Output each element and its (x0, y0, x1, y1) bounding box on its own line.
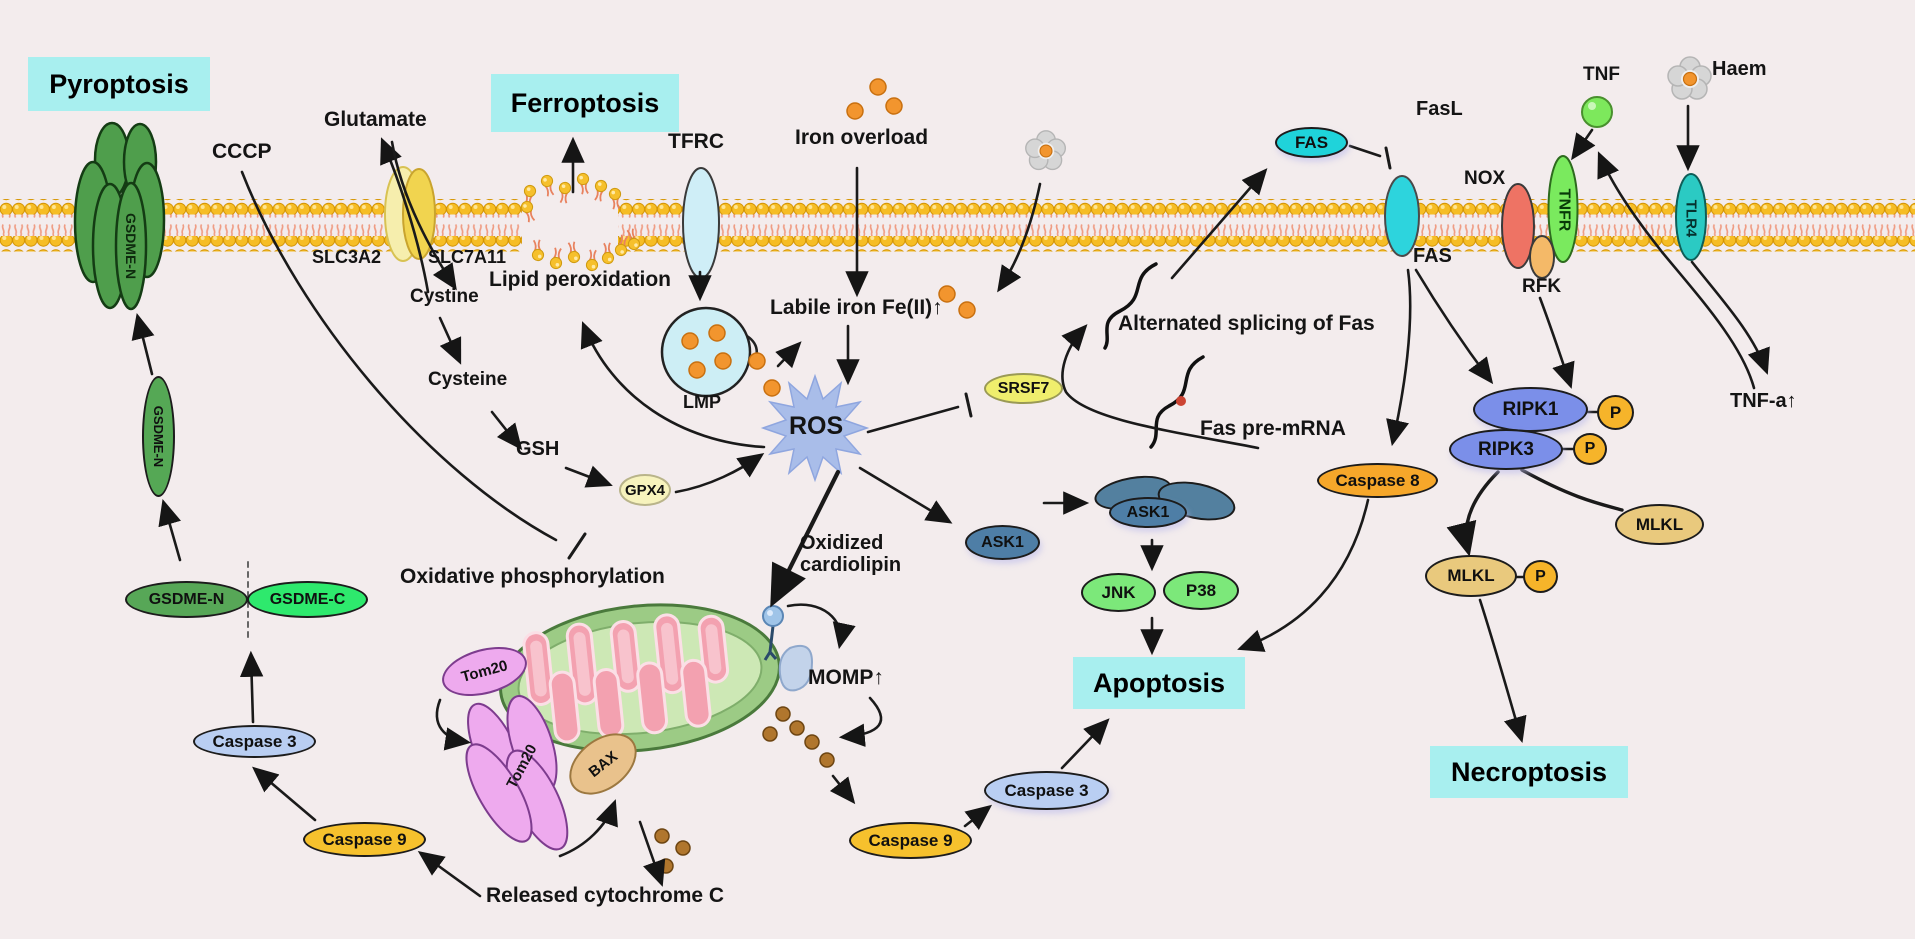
caspase8-node: Caspase 8 (1317, 463, 1438, 498)
nox-label: NOX (1464, 168, 1506, 189)
mrna-exon-dot (1176, 396, 1186, 406)
ripk3-node: RIPK3 (1449, 429, 1563, 470)
mlkl-node: MLKL (1615, 504, 1704, 545)
p38-node: P38 (1163, 571, 1239, 610)
fas-pre-mrna-squiggles (1103, 262, 1205, 449)
fas-receptor-icon (1384, 175, 1420, 257)
pathway-label-pyroptosis: Pyroptosis (28, 57, 210, 111)
lmp-label: LMP (683, 392, 721, 412)
tnf-label: TNF (1583, 64, 1620, 85)
tfrc-label: TFRC (668, 130, 724, 153)
jnk-node: JNK (1081, 573, 1156, 612)
ripk1-node: RIPK1 (1473, 387, 1588, 432)
fas-pre-mrna-label: Fas pre-mRNA (1200, 417, 1346, 440)
lipid-peroxidation-label: Lipid peroxidation (489, 268, 671, 291)
caspase9-node: Caspase 9 (849, 822, 972, 859)
srsf7-node: SRSF7 (984, 373, 1063, 404)
tnfr-label: TNFR (1548, 160, 1578, 260)
momp-label: MOMP↑ (808, 666, 884, 689)
slc3a2-label: SLC3A2 (312, 247, 382, 267)
labile-iron-label: Labile iron Fe(II)↑ (770, 296, 943, 319)
iron-dots (846, 78, 976, 319)
cccp-label: CCCP (212, 140, 272, 163)
gsdme-n-fragment-node: GSDME-N (125, 581, 248, 618)
pathway-label-apoptosis: Apoptosis (1073, 657, 1245, 709)
haem-label: Haem (1712, 58, 1767, 80)
tnf-ligand-icon (1581, 96, 1613, 128)
haem-particle-icon (1025, 130, 1067, 171)
oxidized-cardiolipin-line1: Oxidized (800, 532, 884, 554)
pathway-arrows (131, 104, 1770, 898)
tnf-a-label: TNF-a↑ (1730, 390, 1797, 412)
cysteine-label: Cysteine (428, 369, 508, 390)
alternated-splicing-label: Alternated splicing of Fas (1118, 312, 1375, 335)
ask1-node: ASK1 (965, 525, 1040, 560)
tlr4-label-text: TLR4 (1682, 199, 1700, 237)
oxidized-cardiolipin-label: Oxidized cardiolipin (800, 532, 901, 576)
gpx4-node: GPX4 (619, 474, 671, 506)
released-cytochrome-c-label: Released cytochrome C (486, 884, 725, 907)
fasl-label: FasL (1416, 98, 1463, 120)
fas-membrane-label: FAS (1413, 245, 1452, 267)
ripk3-phospho-badge: P (1573, 433, 1607, 465)
tnfr-label-text: TNFR (1555, 188, 1572, 232)
rfk-label: RFK (1522, 276, 1562, 297)
momp-pore-icon (778, 644, 814, 692)
gsdme-n-pore-icon (73, 121, 166, 311)
nox-protein-icon (1501, 183, 1535, 269)
gsh-label: GSH (516, 438, 560, 460)
oxidative-phosphorylation-label: Oxidative phosphorylation (400, 565, 665, 588)
mitochondrion-icon (499, 603, 781, 753)
caspase3-node: Caspase 3 (984, 771, 1109, 810)
gsdme-n-vertical-text: GSDME-N (151, 405, 167, 468)
tom20-cluster-icon (465, 695, 569, 851)
mlkl-phospho-node: MLKL (1425, 555, 1517, 597)
gsdme-c-fragment-node: GSDME-C (247, 581, 368, 618)
slc7a11-label: SLC7A11 (428, 247, 507, 267)
tnfr-receptor-icon (1547, 155, 1579, 263)
gsdme-n-vertical-node: GSDME-N (142, 376, 175, 497)
gsdme-n-pore-label: GSDME-N (118, 190, 144, 302)
rfk-protein-icon (1529, 235, 1555, 279)
pathway-label-necroptosis: Necroptosis (1430, 746, 1628, 798)
ros-label: ROS (789, 412, 844, 440)
ask1-complex-node: ASK1 (1109, 497, 1187, 528)
gsdme-n-pore-label-text: GSDME-N (123, 212, 139, 280)
slc-transporter-icon (384, 166, 436, 262)
caspase9-left-node: Caspase 9 (303, 822, 426, 857)
mlkl-phospho-badge: P (1523, 560, 1558, 593)
ripk1-phospho-badge: P (1597, 395, 1634, 430)
lmp-lysosome-icon (660, 306, 781, 398)
tfrc-receptor-icon (682, 167, 720, 279)
iron-overload-label: Iron overload (795, 126, 929, 149)
pathway-label-ferroptosis: Ferroptosis (491, 74, 679, 132)
cystine-label: Cystine (410, 286, 479, 307)
tlr4-receptor-icon (1675, 173, 1707, 261)
haem-icon (1667, 56, 1712, 100)
caspase3-left-node: Caspase 3 (193, 725, 316, 758)
tlr4-label: TLR4 (1676, 175, 1706, 261)
glutamate-label: Glutamate (324, 108, 427, 131)
oxidized-cardiolipin-line2: cardiolipin (800, 554, 902, 576)
soluble-fas-node: FAS (1275, 127, 1348, 158)
